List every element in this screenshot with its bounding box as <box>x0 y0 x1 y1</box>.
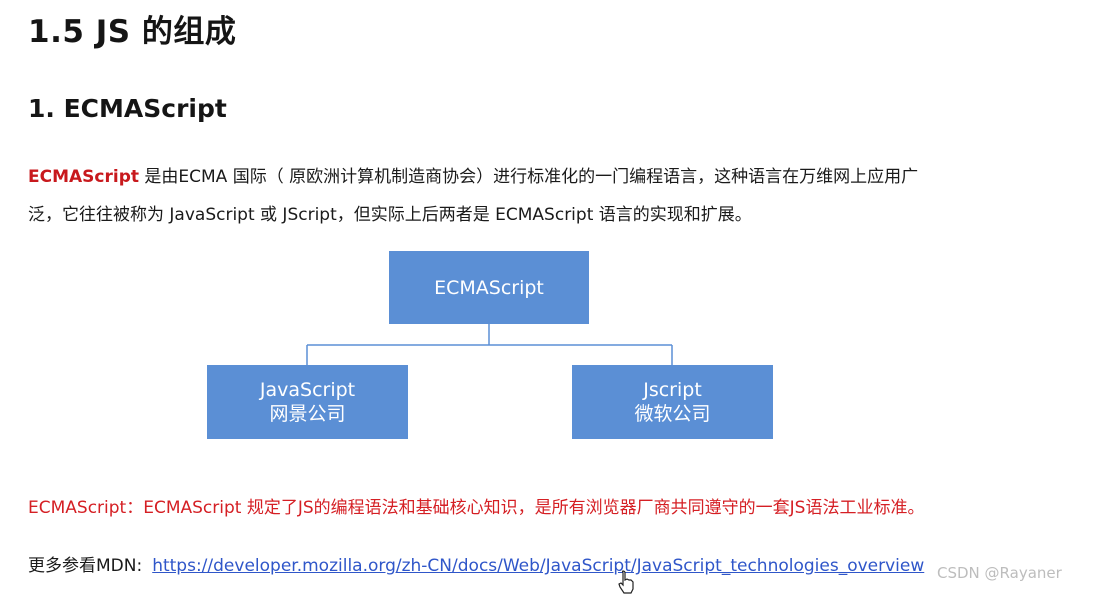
standard-note: ECMAScript：ECMAScript 规定了JS的编程语法和基础核心知识，… <box>28 498 925 518</box>
ecmascript-box-label: ECMAScript <box>434 276 544 299</box>
hand-pointer-icon <box>618 570 634 594</box>
intro-line-1: ECMAScript 是由ECMA 国际（ 原欧洲计算机制造商协会）进行标准化的… <box>28 158 1078 196</box>
ecmascript-term: ECMAScript <box>28 167 139 187</box>
mdn-link[interactable]: https://developer.mozilla.org/zh-CN/docs… <box>152 556 925 576</box>
section-heading: 1.5 JS 的组成 <box>28 14 237 50</box>
intro-paragraph: ECMAScript 是由ECMA 国际（ 原欧洲计算机制造商协会）进行标准化的… <box>28 158 1078 234</box>
jscript-box-subtitle: 微软公司 <box>634 403 711 425</box>
jscript-box: Jscript 微软公司 <box>572 365 773 439</box>
csdn-watermark: CSDN @Rayaner <box>937 564 1062 582</box>
mdn-reference: 更多参看MDN: https://developer.mozilla.org/zh… <box>28 551 924 576</box>
javascript-box: JavaScript 网景公司 <box>207 365 408 439</box>
intro-line-1-text: 是由ECMA 国际（ 原欧洲计算机制造商协会）进行标准化的一门编程语言，这种语言… <box>139 167 919 187</box>
subsection-heading: 1. ECMAScript <box>28 94 227 123</box>
mdn-label: 更多参看MDN: <box>28 556 143 576</box>
intro-line-2: 泛，它往往被称为 JavaScript 或 JScript，但实际上后两者是 E… <box>28 205 752 225</box>
ecmascript-box: ECMAScript <box>389 251 589 324</box>
jscript-box-title: Jscript <box>643 379 702 401</box>
javascript-box-title: JavaScript <box>259 379 356 401</box>
javascript-box-subtitle: 网景公司 <box>269 403 346 425</box>
